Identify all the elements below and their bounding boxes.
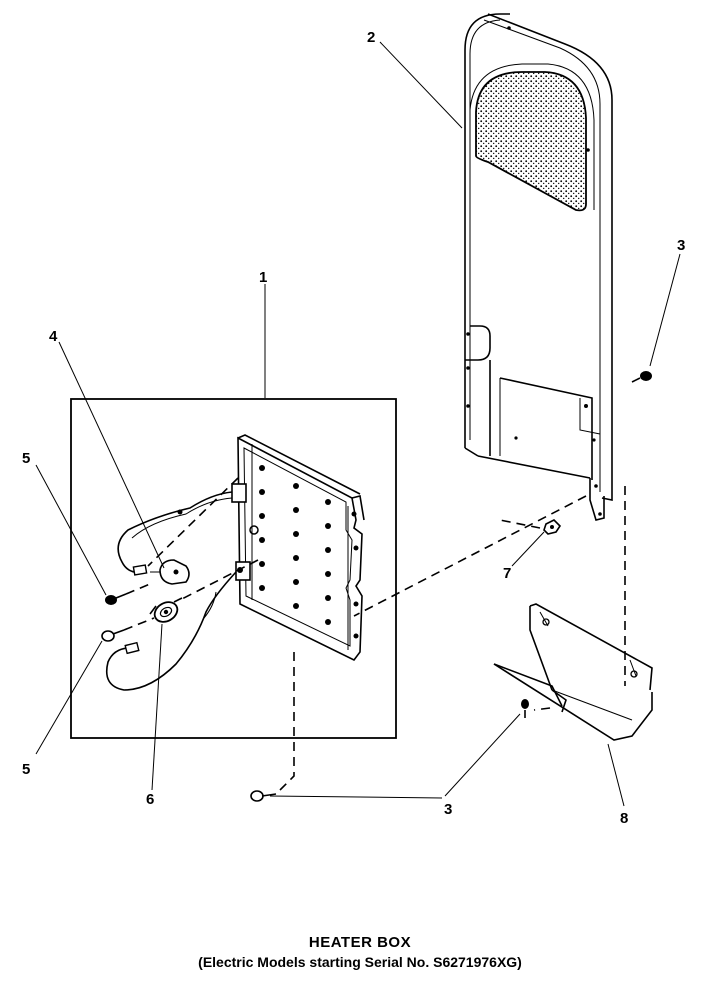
wire-harness: [105, 491, 237, 691]
callout-7: 7: [503, 565, 511, 582]
callout-1: 1: [259, 269, 267, 286]
element-studs: [259, 465, 359, 639]
high-limit-thermostat: [150, 559, 190, 585]
alignment-dashes: [123, 477, 626, 791]
callout-3-right: 3: [677, 237, 685, 254]
diagram-title: HEATER BOX: [308, 934, 412, 951]
heater-assembly-frame: [70, 398, 397, 739]
diagram-subtitle: (Electric Models starting Serial No. S62…: [198, 954, 522, 970]
leader-lines: [35, 41, 681, 807]
vent-mesh: [475, 71, 587, 212]
callout-5-upper: 5: [22, 450, 30, 467]
support-bracket: [493, 603, 653, 741]
screw-upper: [105, 593, 127, 605]
callout-2: 2: [367, 29, 375, 46]
callout-4: 4: [49, 328, 58, 345]
callout-8: 8: [620, 810, 628, 827]
screw-panel-right: [631, 371, 652, 383]
callout-labels: 1 2 3 3 3 4 5 5 6 7 8: [22, 29, 685, 827]
screw-bracket: [521, 699, 529, 718]
hex-nut: [543, 519, 562, 535]
heater-duct-panel: [464, 13, 613, 521]
callout-5-lower: 5: [22, 761, 30, 778]
screw-bottom-left: [250, 790, 277, 802]
heater-element-plate: [231, 434, 365, 662]
screw-lower: [101, 629, 125, 642]
callout-6: 6: [146, 791, 154, 808]
callout-3-bottom: 3: [444, 801, 452, 818]
thermal-cutoff: [149, 597, 183, 623]
